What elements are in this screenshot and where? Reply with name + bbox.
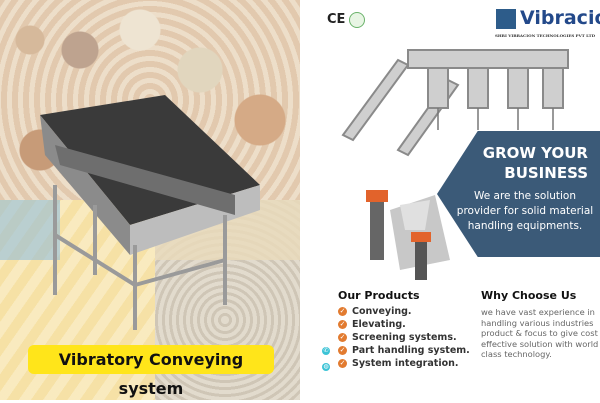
- logo-subtitle: SHRI VIBRACION TECHNOLOGIES PVT LTD: [495, 33, 596, 38]
- check-icon: ✓: [338, 346, 347, 355]
- list-item: ✓Conveying.: [338, 306, 412, 317]
- list-item: ✓Screening systems.: [338, 332, 457, 343]
- logo-name: Vibración: [520, 7, 600, 29]
- check-icon: ✓: [338, 333, 347, 342]
- phone-icon[interactable]: ✆: [322, 347, 330, 355]
- list-item: ✓Elevating.: [338, 319, 406, 330]
- check-icon: ✓: [338, 307, 347, 316]
- products-title: Our Products: [338, 289, 420, 302]
- bucket-elevator-image: [341, 49, 569, 157]
- check-icon: ✓: [338, 359, 347, 368]
- product-label: Vibratory Conveying system: [28, 345, 274, 398]
- check-icon: ✓: [338, 320, 347, 329]
- list-item: ✓Part handling system.: [338, 345, 470, 356]
- hero-subtitle: We are the solution provider for solid m…: [456, 190, 594, 232]
- logo-mark-icon: [496, 9, 516, 29]
- hero-title: GROW YOUR BUSINESS: [482, 144, 588, 182]
- globe-icon[interactable]: ◍: [322, 363, 330, 371]
- products-list: ✓Conveying. ✓Elevating. ✓Screening syste…: [338, 305, 470, 370]
- green-certification-icon: [349, 12, 365, 28]
- why-title: Why Choose Us: [481, 289, 577, 302]
- why-text: we have vast experience in handling vari…: [481, 307, 599, 360]
- list-item: ✓System integration.: [338, 358, 459, 369]
- ce-mark: CE: [327, 12, 346, 27]
- screw-conveyor-image: [366, 190, 450, 280]
- vibratory-conveyor-image: [40, 95, 260, 330]
